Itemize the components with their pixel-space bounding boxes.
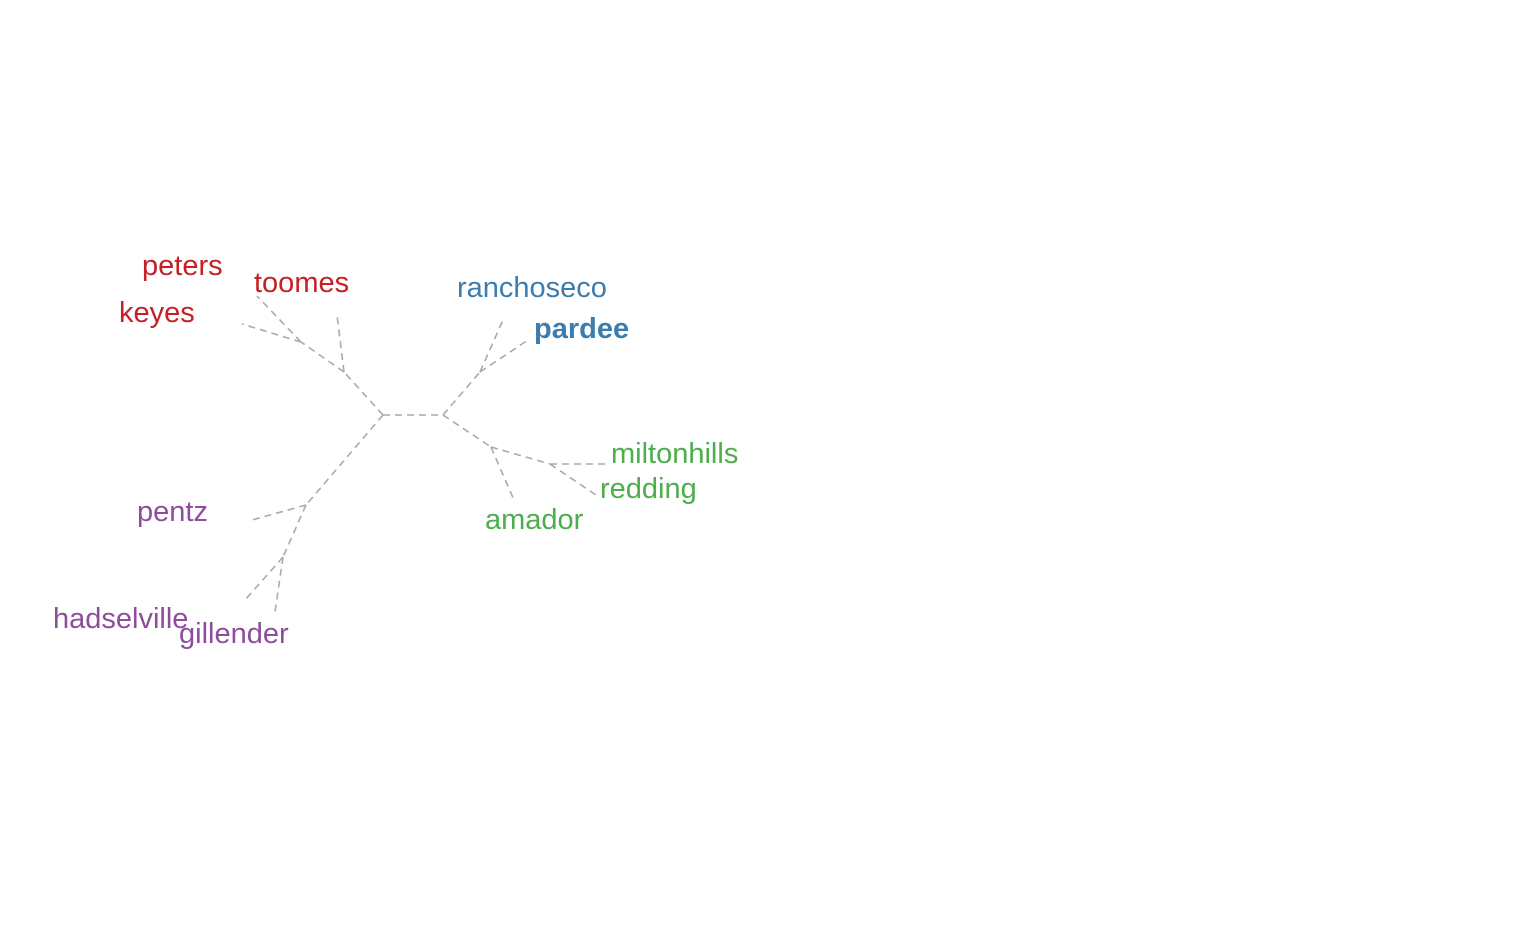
- tip-label-toomes: toomes: [254, 267, 349, 299]
- tip-label-amador: amador: [485, 504, 584, 536]
- tip-label-miltonhills: miltonhills: [611, 438, 738, 470]
- branch-pardee: [479, 339, 529, 373]
- branch-amador: [490, 446, 515, 501]
- branch-red-stem: [343, 371, 384, 416]
- branch-peters: [256, 295, 302, 343]
- branch-redding: [549, 463, 597, 496]
- branch-pentz: [251, 504, 307, 521]
- branch-keyes: [241, 323, 302, 343]
- tip-label-peters: peters: [142, 250, 223, 282]
- tip-label-ranchoseco: ranchoseco: [457, 272, 607, 304]
- tip-label-hadselville: hadselville: [53, 603, 188, 635]
- branch-blue-stem: [442, 371, 481, 416]
- tip-label-gillender: gillender: [179, 618, 289, 650]
- branch-toomes: [336, 314, 345, 373]
- tip-labels: peters toomes keyes ranchoseco pardee mi…: [53, 250, 738, 650]
- branch-purple-stem: [305, 414, 384, 506]
- tip-label-pentz: pentz: [137, 496, 208, 528]
- branch-purple-inner: [282, 504, 307, 558]
- tip-label-pardee: pardee: [534, 313, 629, 345]
- branch-gillender: [274, 556, 284, 613]
- branch-green-inner: [490, 446, 551, 465]
- branch-red-inner: [300, 341, 345, 373]
- tree-branches: [241, 295, 605, 613]
- branch-hadselville: [244, 556, 284, 601]
- tip-label-keyes: keyes: [119, 297, 195, 329]
- branch-green-stem: [442, 414, 492, 448]
- branch-ranchoseco: [479, 319, 504, 373]
- tip-label-redding: redding: [600, 473, 697, 505]
